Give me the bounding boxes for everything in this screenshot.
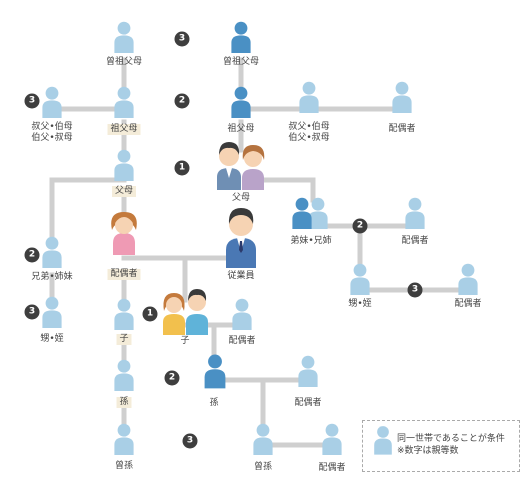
children-couple-illustration (163, 289, 208, 335)
person-icon-spouse-nephew (458, 263, 478, 295)
person-icon-grandchild-right (204, 354, 226, 389)
person-icon-sibling-right-a (292, 197, 312, 229)
degree-badge: 1 (142, 306, 158, 322)
parents-couple-illustration (217, 142, 265, 190)
label-spouse-uncle: 配偶者 (388, 124, 416, 134)
degree-badge: 3 (407, 282, 423, 298)
person-icon-spouse-uncle (392, 81, 412, 113)
person-icon-uncle-right (299, 81, 319, 113)
label-nephew-niece-right: 甥•姪 (348, 299, 372, 309)
person-icon-spouse-sibling (405, 197, 425, 229)
person-icon-siblings-left (42, 236, 62, 268)
label-grandparents-left: 祖父母 (107, 124, 141, 135)
label-parents-right: 父母 (231, 193, 251, 203)
legend-box: 同一世帯であることが条件 ※数字は親等数 (362, 420, 520, 472)
degree-badge: 3 (24, 93, 40, 109)
label-uncle-aunt-right: 叔父•伯母 伯父•叔母 (288, 122, 330, 143)
employee-illustration (226, 208, 256, 268)
person-icon-spouse-grandchild (298, 355, 318, 387)
label-great-grandparents-left: 曾祖父母 (105, 57, 143, 67)
person-icon-gp-left (114, 86, 134, 118)
person-icon-spouse-child (232, 298, 252, 330)
person-icon-spouse-ggc (322, 423, 342, 455)
label-spouse-grandchild: 配偶者 (294, 398, 322, 408)
label-siblings-right: 弟妹•兄姉 (290, 236, 332, 246)
degree-badge: 3 (182, 433, 198, 449)
label-great-grandchild-right: 曾孫 (253, 462, 273, 472)
label-spouse-child: 配偶者 (228, 336, 256, 346)
label-siblings-left: 兄弟•姉妹 (31, 272, 73, 282)
degree-badge: 2 (352, 218, 368, 234)
degree-badge: 2 (24, 247, 40, 263)
label-spouse-sibling: 配偶者 (401, 236, 429, 246)
degree-badge: 3 (174, 31, 190, 47)
label-spouse-great-grandchild: 配偶者 (318, 463, 346, 473)
label-child-right: 子 (180, 336, 190, 346)
label-grandchild-right: 孫 (209, 398, 219, 408)
label-grandchild-left: 孫 (116, 397, 132, 408)
label-great-grandparents-right: 曾祖父母 (222, 57, 260, 67)
person-icon-ggc-right (253, 423, 273, 455)
person-icon-child-left (114, 298, 134, 330)
person-icon-ggp-left (114, 21, 134, 53)
label-spouse-nephew: 配偶者 (454, 299, 482, 309)
legend-text-note: ※数字は親等数 (397, 446, 459, 456)
label-spouse-main: 配偶者 (107, 269, 141, 280)
label-great-grandchild-left: 曾孫 (114, 461, 134, 471)
degree-badge: 1 (174, 160, 190, 176)
person-icon-nephew-right (350, 263, 370, 295)
label-parents-left: 父母 (111, 186, 137, 197)
degree-badge: 3 (24, 304, 40, 320)
legend-text-condition: 同一世帯であることが条件 (397, 434, 505, 444)
label-employee: 従業員 (227, 271, 255, 281)
person-icon-parents-left (114, 149, 134, 181)
label-uncle-aunt-left: 叔父•伯母 伯父•叔母 (31, 122, 73, 143)
label-nephew-niece-left: 甥•姪 (40, 334, 64, 344)
person-icon-nephew-left (42, 296, 62, 328)
degree-badge: 2 (164, 370, 180, 386)
degree-badge: 2 (174, 93, 190, 109)
spouse-illustration (111, 212, 137, 255)
label-child-left: 子 (116, 334, 132, 345)
label-grandparents-right: 祖父母 (227, 124, 255, 134)
person-icon-gp-right (231, 86, 251, 118)
person-icon-grandchild-left (114, 359, 134, 391)
person-icon-uncle-left (42, 86, 62, 118)
person-icon-ggp-right (231, 21, 251, 53)
person-icon-ggc-left (114, 423, 134, 455)
